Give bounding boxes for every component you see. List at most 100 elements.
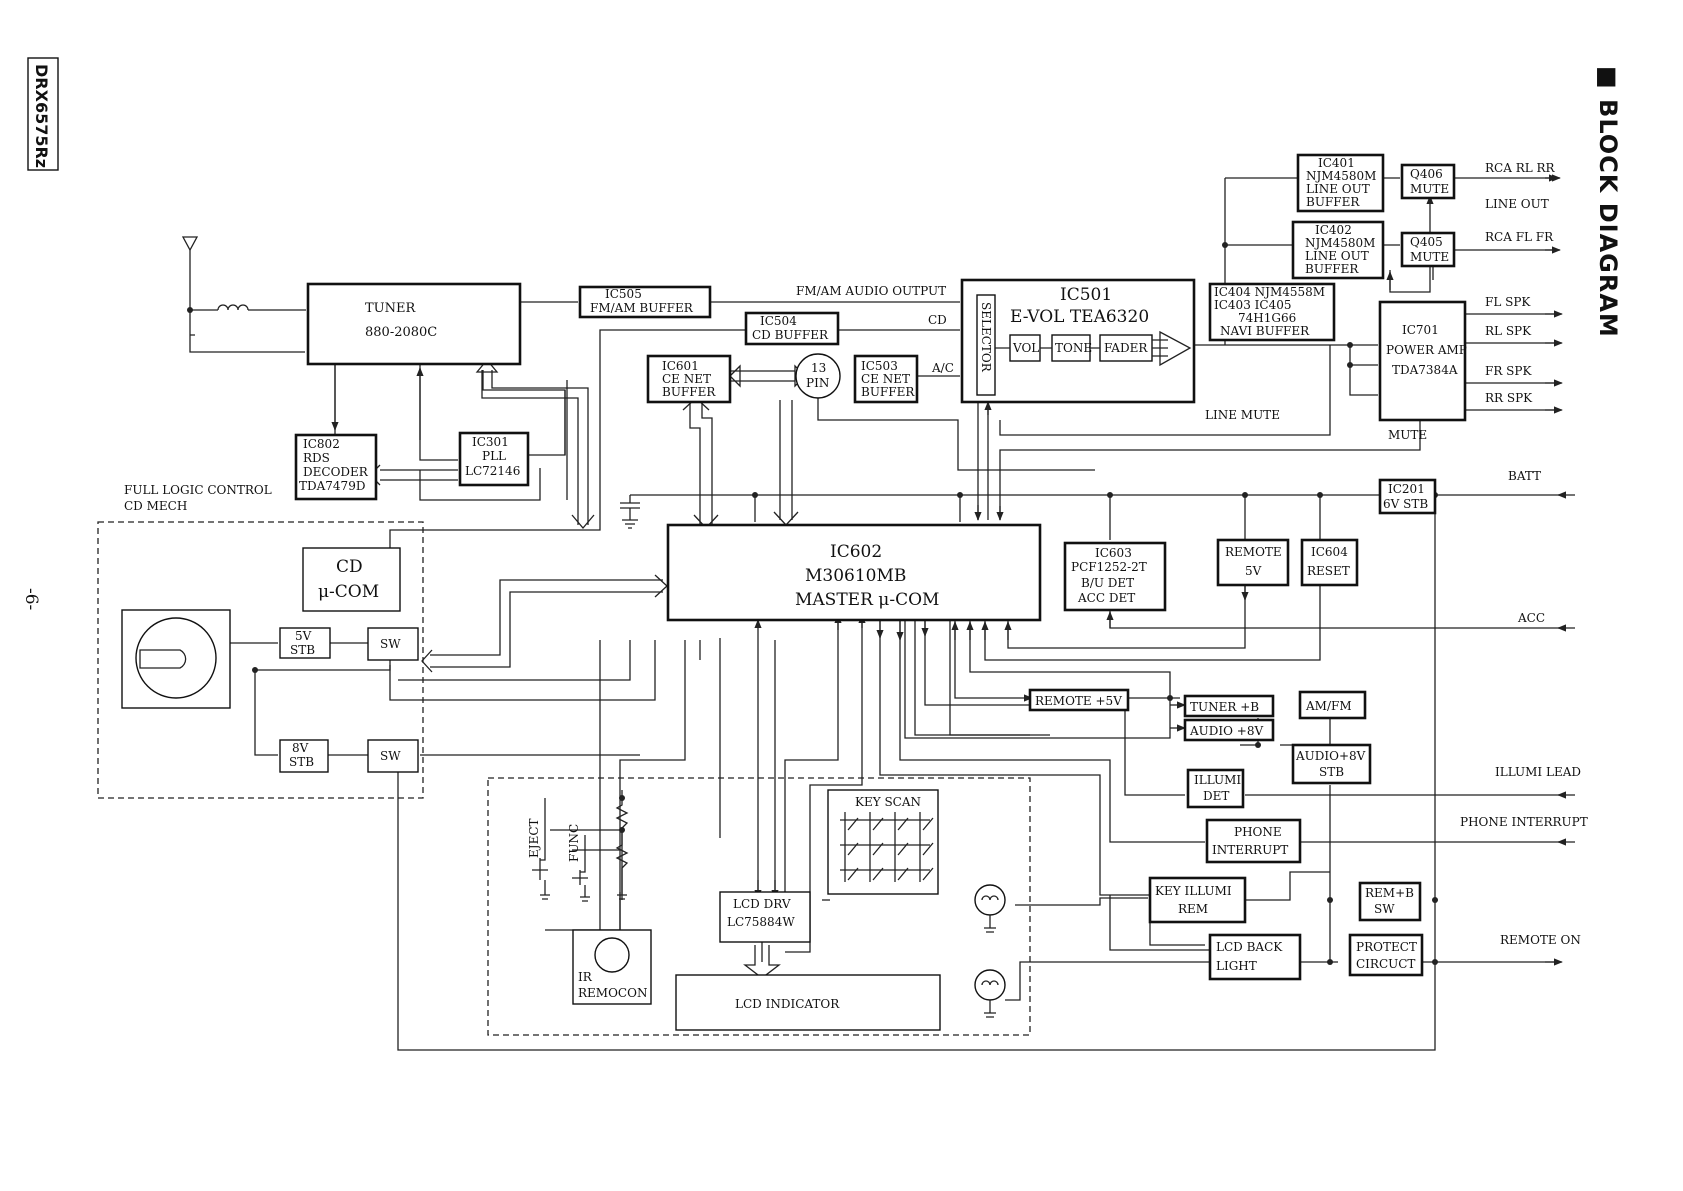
out-illumi-lead: ILLUMI LEAD [1495,765,1581,779]
svg-text:8V: 8V [292,741,309,755]
audio-8v-stb-block: AUDIO+8V STB [1291,743,1372,785]
svg-text:DECODER: DECODER [303,465,369,479]
svg-text:CD BUFFER: CD BUFFER [752,328,829,342]
svg-text:6V STB: 6V STB [1383,497,1428,511]
am-fm-block: AM/FM [1298,690,1367,720]
svg-text:IC604: IC604 [1311,545,1348,559]
ic601-block: IC601 CE NET BUFFER [646,354,732,404]
ic504-block: IC504 CD BUFFER [744,311,840,346]
svg-text:AUDIO+8V: AUDIO+8V [1295,749,1366,763]
key-illumi-block: KEY ILLUMI REM [1148,876,1247,924]
svg-text:DET: DET [1203,789,1229,803]
svg-text:IC602: IC602 [830,542,882,562]
svg-text:PCF1252-2T: PCF1252-2T [1071,560,1147,574]
svg-text:REM+B: REM+B [1365,886,1414,900]
tuner-block: TUNER 880-2080C [306,282,522,366]
front-panel-region [487,777,1031,1036]
svg-text:BUFFER: BUFFER [1306,195,1360,209]
svg-text:13: 13 [811,361,826,375]
svg-text:NAVI BUFFER: NAVI BUFFER [1220,324,1310,338]
remote-plus5v-block: REMOTE +5V [1028,688,1130,712]
svg-text:CIRCUCT: CIRCUCT [1356,957,1415,971]
svg-text:IC601: IC601 [662,359,699,373]
page-title: ■ BLOCK DIAGRAM [1594,66,1622,338]
svg-text:ACC DET: ACC DET [1077,591,1135,605]
svg-text:FM/AM BUFFER: FM/AM BUFFER [590,301,694,315]
svg-text:LC72146: LC72146 [465,464,520,478]
ic301-block: IC301 PLL LC72146 [458,431,530,487]
svg-text:5V: 5V [1245,564,1262,578]
lcd-back-light-block: LCD BACK LIGHT [1208,933,1302,981]
ic505-block: IC505 FM/AM BUFFER [578,285,712,319]
ic401-block: IC401 NJM4580M LINE OUT BUFFER [1296,153,1385,213]
svg-text:PIN: PIN [806,376,829,390]
svg-text:PROTECT: PROTECT [1356,940,1417,954]
illumi-det-block: ILLUMI DET [1186,768,1245,809]
svg-text:POWER AMP: POWER AMP [1386,343,1467,357]
sw2-block: SW [367,739,419,773]
svg-text:B/U DET: B/U DET [1081,576,1134,590]
svg-text:BUFFER: BUFFER [662,385,716,399]
out-rr-spk: RR SPK [1485,391,1533,405]
svg-text:IC401: IC401 [1318,156,1355,170]
svg-text:IC403 IC405: IC403 IC405 [1214,298,1291,312]
cd-mech-label: CD MECH [124,499,187,513]
svg-text:LCD DRV: LCD DRV [733,897,791,911]
svg-text:SELECTOR: SELECTOR [979,302,993,373]
ic501-block: IC501 E-VOL TEA6320 SELECTOR VOL TONE FA… [960,278,1196,404]
svg-text:LCD BACK: LCD BACK [1216,940,1283,954]
capacitor-icon [620,495,640,529]
ic503-block: IC503 CE NET BUFFER [853,354,919,404]
q406-block: Q406 MUTE [1400,163,1456,200]
svg-text:IC802: IC802 [303,437,340,451]
svg-text:BUFFER: BUFFER [861,385,915,399]
svg-text:IC301: IC301 [472,435,509,449]
ac-label: A/C [931,361,954,375]
svg-text:μ-COM: μ-COM [318,582,379,602]
ic701-block: IC701 POWER AMP TDA7384A [1378,300,1467,422]
mute-label: MUTE [1388,428,1427,442]
out-fl-spk: FL SPK [1485,295,1531,309]
cd-disc-icon [121,609,231,709]
svg-text:CE NET: CE NET [861,372,910,386]
svg-text:PLL: PLL [482,449,506,463]
full-logic-label: FULL LOGIC CONTROL [124,483,272,497]
svg-text:TDA7479D: TDA7479D [299,479,365,493]
svg-text:STB: STB [290,643,315,657]
lamp-icon [974,884,1006,1018]
svg-text:E-VOL TEA6320: E-VOL TEA6320 [1010,307,1149,327]
svg-text:PHONE: PHONE [1234,825,1282,839]
ic404-block: IC404 NJM4558M IC403 IC405 74H1G66 NAVI … [1208,282,1336,342]
svg-text:DRX6575Rz: DRX6575Rz [32,64,51,168]
func-switch-icon: FUNC [567,824,590,902]
svg-text:IC404 NJM4558M: IC404 NJM4558M [1214,285,1325,299]
svg-text:TUNER: TUNER [365,301,416,316]
svg-text:REM: REM [1178,902,1208,916]
svg-text:LCD INDICATOR: LCD INDICATOR [735,997,840,1011]
line-mute-label: LINE MUTE [1205,408,1280,422]
ic802-block: IC802 RDS DECODER TDA7479D [294,433,378,501]
lcd-indicator-block: LCD INDICATOR [675,974,941,1031]
out-rca-fl-fr: RCA FL FR [1485,230,1554,244]
svg-text:CE NET: CE NET [662,372,711,386]
svg-text:IC701: IC701 [1402,323,1439,337]
q405-block: Q405 MUTE [1400,231,1456,268]
phone-interrupt-block: PHONE INTERRUPT [1205,818,1302,864]
svg-text:RESET: RESET [1307,564,1350,578]
ic402-block: IC402 NJM4580M LINE OUT BUFFER [1291,220,1385,280]
svg-text:74H1G66: 74H1G66 [1238,311,1296,325]
svg-text:TUNER +B: TUNER +B [1190,700,1259,714]
svg-text:STB: STB [289,755,314,769]
stb5v-block: 5V STB [279,627,331,659]
out-batt: BATT [1508,469,1541,483]
fm-am-output-label: FM/AM AUDIO OUTPUT [796,284,946,298]
svg-text:LINE OUT: LINE OUT [1305,249,1369,263]
svg-text:STB: STB [1319,765,1344,779]
svg-text:REMOTE: REMOTE [1225,545,1282,559]
svg-text:5V: 5V [295,629,312,643]
svg-text:IC201: IC201 [1388,482,1425,496]
ic604-block: IC604 RESET [1300,538,1359,587]
stb8v-block: 8V STB [279,739,329,773]
protect-circuit-block: PROTECT CIRCUCT [1348,933,1424,977]
